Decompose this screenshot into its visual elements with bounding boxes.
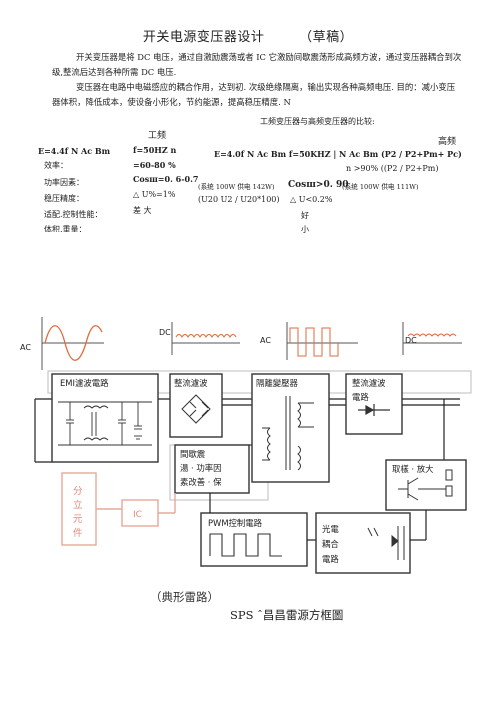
discrete-char-1: 分 [73,486,83,497]
page-title: 开关电源变压器设计 （草稿） [0,26,496,45]
label-ac-mid: AC [260,336,271,345]
lf-pf: Cosш=0. 6-0.7 [133,174,199,184]
hf-note-b: (系统 100W 供电 111W) [342,183,419,191]
purpose-paragraph: 变压器在电路中电磁感应的耦合作用，达到初. 次级绝缘隔离，输出实现各种高频电压.… [52,82,456,107]
row-label-pf: 功率因素： [44,178,84,187]
row-label-regulation: 稳压精度： [44,194,84,203]
rect2-label-1: 整流濾波 [352,378,386,388]
rect1-label: 整流濾波 [174,378,208,388]
row-label-control: 适配.控制性能： [44,210,103,219]
osc-label-1: 間歇震 [180,449,206,459]
hf-pf: Cosш>0. 90 [288,180,349,190]
lf-efficiency: =60-80 % [133,160,176,170]
hf-note-a: (系统 100W 供电 142W) [198,183,275,191]
row-label-efficiency: 效率： [44,161,68,170]
osc-label-2: 湯 · 功率因 [180,463,222,473]
discrete-char-4: 件 [73,527,83,539]
sample-amplifier-block: 取樣 · 放大 [385,459,467,511]
compare-heading: 工频变压器与高频变压器的比较: [260,117,375,126]
opto-label-1: 光電 [322,524,339,534]
lf-freq: f=50HZ n [133,145,177,155]
pwm-label: PWM控制電路 [208,518,263,528]
opto-coupler-block: 光電 耦合 電路 [315,512,411,574]
hf-formula: E=4.0f N Ac Bm f=50KHZ | N Ac Bm (P2 / P… [214,149,462,159]
label-ac-left: AC [20,343,31,352]
title-draft: （草稿） [299,30,354,45]
sample-label: 取樣 · 放大 [392,464,434,474]
waveform-dc-ripple [171,322,240,355]
ic-box: IC [121,499,159,527]
lf-regulation-word: 差 大 [133,206,152,215]
oscillator-block: 間歇震 湯 · 功率因 素改善 · 保 [174,444,250,494]
waveform-ac-input [41,317,104,370]
emi-filter-block: EMI濾波電路 [51,373,159,463]
caption-typical: （典形雷路） [150,590,219,604]
ic-label: IC [133,510,142,520]
label-dc-2: DC [405,336,417,345]
hf-good: 好 [301,211,309,220]
label-dc-1: DC [159,328,171,337]
discrete-char-2: 立 [73,499,83,511]
pwm-control-block: PWM控制電路 [200,512,308,567]
caption-sps: SPS ˆ昌昌雷源方框圖 [230,608,344,622]
waveform-dc-output [402,322,462,355]
title-text: 开关电源变压器设计 [142,30,265,45]
rectifier-block-1: 整流濾波 [169,373,223,438]
hf-reg-b: △ U<0.2% [290,195,333,204]
hf-efficiency: n >90% ((P2 / P2+Pm) [346,164,439,173]
hf-reg-a: (U20 U2 / U20*100) [198,195,280,204]
discrete-components-box: 分 立 元 件 [61,472,97,546]
isolation-label: 隔離變壓器 [256,378,298,388]
discrete-char-3: 元 [73,514,83,525]
row-label-volume: 体积.重量： [44,225,87,232]
waveform-hf-square [286,322,358,360]
isolation-transformer-block: 隔離變壓器 [251,373,330,483]
opto-label-3: 電路 [322,554,339,564]
rectifier-block-2: 整流濾波 電路 [345,373,403,435]
opto-label-2: 耦合 [322,539,339,549]
rect2-label-2: 電路 [352,392,369,402]
osc-label-3: 素改善 · 保 [180,477,222,487]
lf-regulation: △ U%=1% [133,190,176,199]
lf-formula: E=4.4f N Ac Bm [38,146,111,156]
emi-label: EMI濾波電路 [60,378,109,388]
hf-label: 高频 [438,137,457,147]
intro-paragraph: 开关变压器是将 DC 电压，通过自激励震荡或者 IC 它激励间歇震荡形成高频方波… [52,52,462,77]
lf-label: 工频 [148,131,167,141]
hf-small: 小 [301,225,309,234]
